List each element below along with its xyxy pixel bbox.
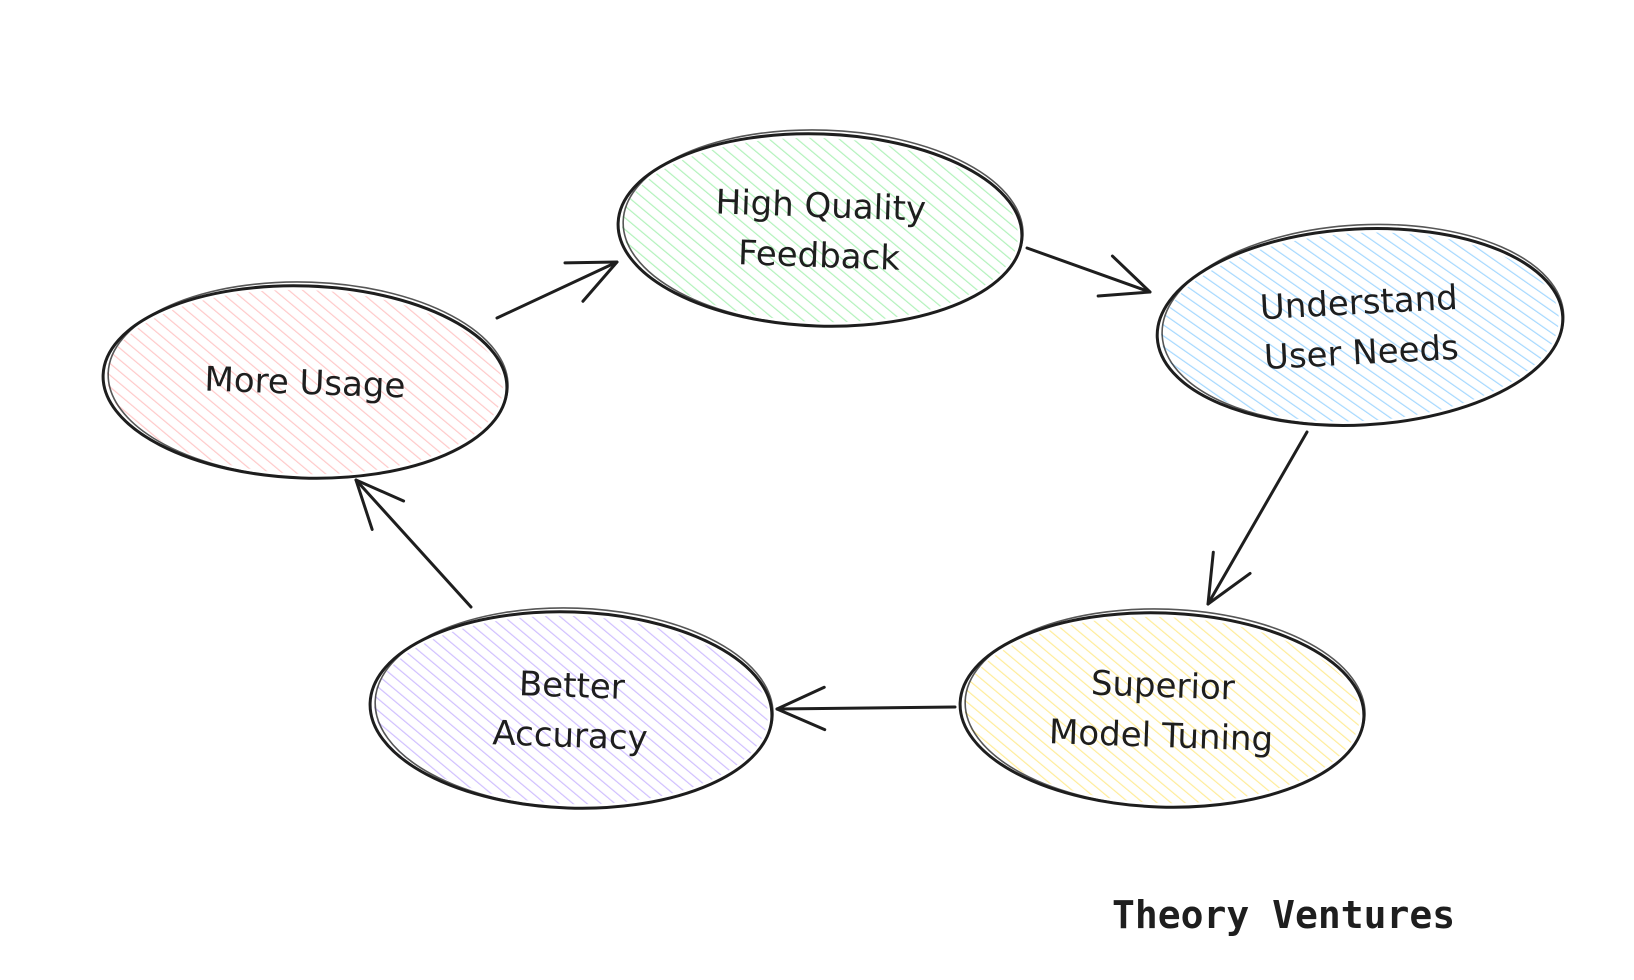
edge-more-usage-to-high-quality-feedback xyxy=(495,260,619,320)
edge-line xyxy=(1025,246,1152,294)
node-hatch-fill xyxy=(622,137,1018,323)
node-outline-sketch xyxy=(622,129,1024,328)
node-outline-sketch xyxy=(107,281,509,480)
node-label: Feedback xyxy=(737,233,901,279)
node-label: Accuracy xyxy=(492,713,649,758)
node-outline-sketch xyxy=(374,607,774,810)
edge-high-quality-feedback-to-understand-user-needs xyxy=(1025,246,1152,298)
edges-layer xyxy=(354,246,1309,732)
credit-label: Theory Ventures xyxy=(1112,893,1456,937)
node-label: High Quality xyxy=(715,182,927,229)
edge-superior-model-tuning-to-better-accuracy xyxy=(775,685,957,732)
node-hatch-fill xyxy=(1161,232,1559,422)
arrowhead xyxy=(1206,550,1252,606)
node-outline-sketch xyxy=(1161,223,1565,427)
edge-line xyxy=(1206,430,1309,606)
node-more-usage: More Usage xyxy=(101,281,509,480)
arrowhead xyxy=(775,685,827,732)
node-label: More Usage xyxy=(204,360,406,407)
arrowhead xyxy=(563,260,619,303)
edge-line xyxy=(354,478,473,609)
edge-understand-user-needs-to-superior-model-tuning xyxy=(1206,430,1309,606)
node-hatch-fill xyxy=(107,289,503,475)
node-label: Model Tuning xyxy=(1048,712,1273,760)
edge-line xyxy=(775,705,957,711)
edge-line xyxy=(495,260,619,320)
node-hatch-fill xyxy=(964,616,1360,804)
node-outline-sketch xyxy=(964,608,1366,809)
node-label: Better xyxy=(518,664,625,708)
node-label: Superior xyxy=(1090,664,1235,709)
edge-better-accuracy-to-more-usage xyxy=(354,478,473,609)
node-hatch-fill xyxy=(374,615,768,805)
arrowhead xyxy=(1096,254,1152,298)
arrowhead xyxy=(354,478,406,531)
